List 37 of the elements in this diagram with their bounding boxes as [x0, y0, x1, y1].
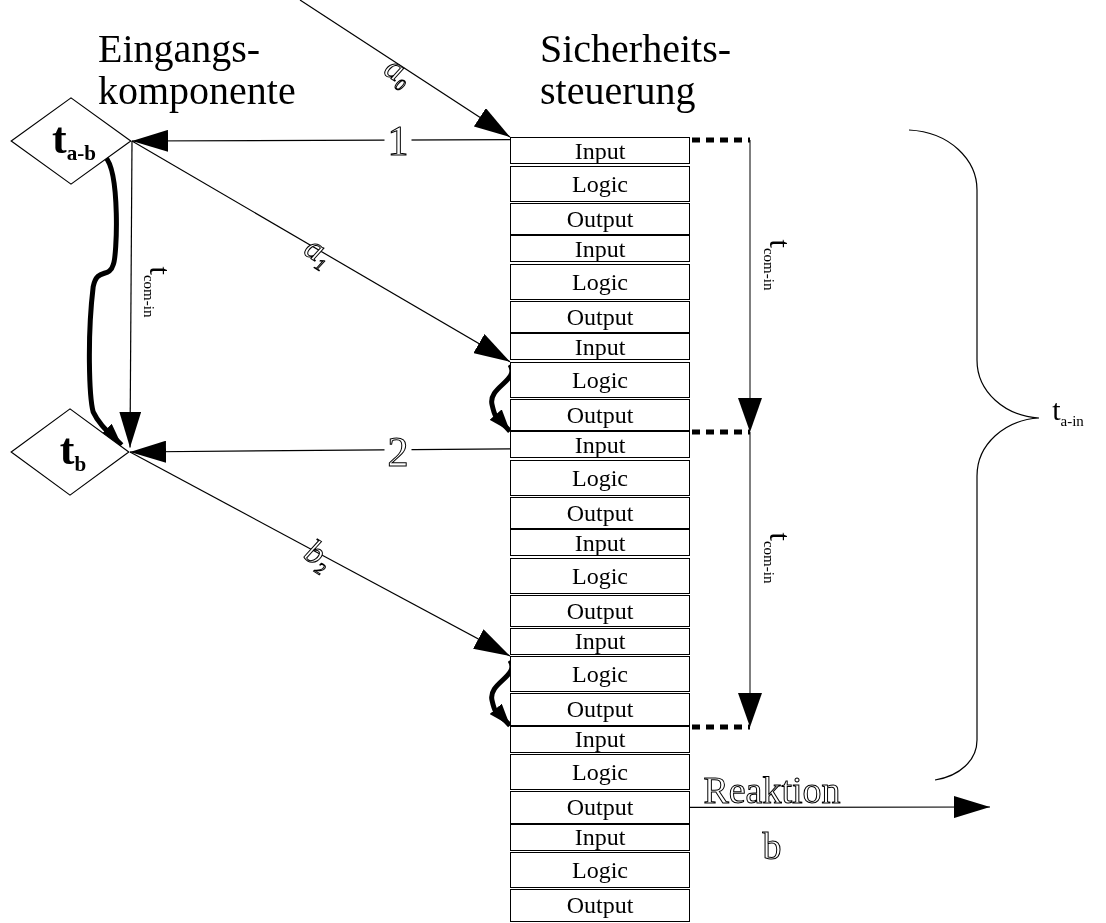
- process-box: Input: [510, 627, 690, 655]
- process-box: Logic: [510, 459, 690, 496]
- time-label: b: [762, 827, 782, 865]
- process-box: Logic: [510, 852, 690, 889]
- process-box: Output: [510, 398, 690, 432]
- process-box: Input: [510, 725, 690, 753]
- process-box: Output: [510, 791, 690, 824]
- process-box: Input: [510, 431, 690, 459]
- process-box: Output: [510, 300, 690, 334]
- arrow: [129, 440, 511, 463]
- process-box: Input: [510, 235, 690, 263]
- process-box: Output: [510, 202, 690, 236]
- arrow: [131, 140, 511, 363]
- process-box: Logic: [510, 656, 690, 692]
- heading: Sicherheits- steuerung: [540, 28, 733, 112]
- process-box: Logic: [510, 754, 690, 791]
- process-box: Input: [510, 137, 690, 164]
- decision-diamond: t$_{b}$: [10, 408, 130, 496]
- process-box: Input: [510, 529, 690, 557]
- process-box: Output: [510, 594, 690, 628]
- process-box: Output: [510, 496, 690, 530]
- process-box: Logic: [510, 263, 690, 300]
- arrow: [131, 129, 511, 152]
- arrow: [689, 796, 991, 819]
- process-box: Logic: [510, 361, 690, 398]
- process-box: Input: [510, 823, 690, 851]
- arrow: [119, 140, 142, 449]
- process-box: Output: [510, 889, 690, 922]
- process-box: Logic: [510, 165, 690, 202]
- process-box: Logic: [510, 557, 690, 594]
- time-label: t$_{a-in}$: [1052, 395, 1084, 429]
- process-box: Output: [510, 693, 690, 726]
- arrow: [299, 0, 511, 138]
- arrow: [129, 451, 511, 657]
- edge-label: Reaktion: [703, 771, 841, 809]
- wavy-arrow: [86, 155, 124, 447]
- process-box: Input: [510, 333, 690, 361]
